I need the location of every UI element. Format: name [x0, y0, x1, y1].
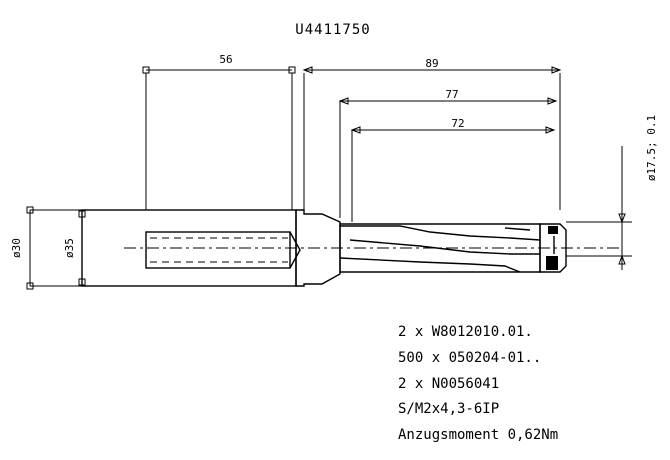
dim-text-77: 77 — [445, 88, 458, 101]
dim-tool-diameter: ø17.5; 0.1 — [566, 115, 658, 270]
tool-inner-bore — [145, 231, 291, 269]
dim-text-89: 89 — [425, 57, 438, 70]
dim-flute-length-72: 72 — [350, 117, 556, 222]
tool-collar — [295, 209, 341, 287]
tool-insert-head — [539, 223, 567, 273]
dim-shank-length: 56 — [142, 53, 296, 210]
dim-text-35: ø35 — [63, 238, 76, 258]
dim-overall-length: 89 — [302, 57, 562, 210]
spec-line-4: S/M2x4,3-6IP — [398, 401, 499, 417]
spec-line-1: 2 x W8012010.01. — [398, 324, 533, 340]
spec-list: 2 x W8012010.01. 500 x 050204-01.. 2 x N… — [398, 324, 558, 443]
dim-text-56: 56 — [219, 53, 232, 66]
spec-line-5: Anzugsmoment 0,62Nm — [398, 427, 558, 443]
drawing-title: U4411750 — [295, 22, 370, 38]
dim-text-72: 72 — [451, 117, 464, 130]
dim-flute-length-77: 77 — [338, 88, 558, 218]
dim-text-tool-diameter: ø17.5; 0.1 — [645, 115, 658, 181]
tool-body — [81, 209, 620, 287]
spec-line-3: 2 x N0056041 — [398, 376, 499, 392]
dim-text-30: ø30 — [10, 238, 23, 258]
spec-line-2: 500 x 050204-01.. — [398, 350, 541, 366]
